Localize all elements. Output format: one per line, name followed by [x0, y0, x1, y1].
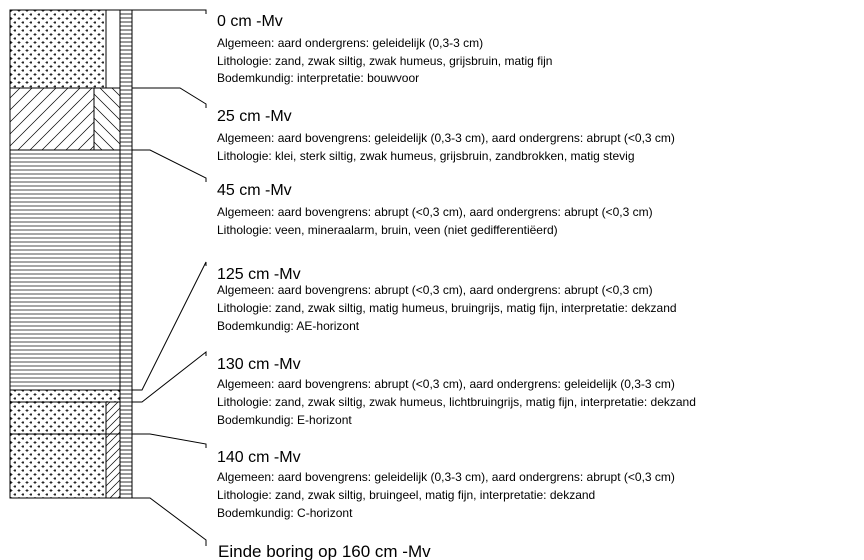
layer-5-lithology-fill	[10, 402, 106, 434]
side-column	[120, 10, 132, 498]
leader-line-140cm	[132, 434, 206, 448]
leader-line-end	[132, 498, 206, 546]
leader-line-25cm	[132, 88, 206, 108]
layer-descriptions: 0 cm -Mv Algemeen: aard ondergrens: gele…	[217, 13, 696, 560]
layer-2-depth: 25 cm -Mv	[217, 108, 292, 125]
layer-6-general: Algemeen: aard bovengrens: geleidelijk (…	[217, 470, 675, 484]
layer-3-general: Algemeen: aard bovengrens: abrupt (<0,3 …	[217, 205, 653, 219]
layer-5-soil: Bodemkundig: E-horizont	[217, 413, 352, 427]
leader-line-45cm	[132, 150, 206, 182]
layer-1-depth: 0 cm -Mv	[217, 13, 283, 30]
layer-5-depth: 130 cm -Mv	[217, 356, 301, 373]
layer-4-depth: 125 cm -Mv	[217, 266, 301, 283]
layer-5-general: Algemeen: aard bovengrens: abrupt (<0,3 …	[217, 377, 675, 391]
layer-description-6: 140 cm -Mv Algemeen: aard bovengrens: ge…	[217, 449, 675, 520]
layer-1-lithology-fill	[10, 10, 106, 88]
layer-6-interpretation-fill	[106, 434, 120, 498]
layer-1-soil: Bodemkundig: interpretatie: bouwvoor	[217, 71, 419, 85]
layer-2-interpretation-fill	[94, 88, 120, 150]
layer-4-soil: Bodemkundig: AE-horizont	[217, 319, 360, 333]
layer-description-3: 45 cm -Mv Algemeen: aard bovengrens: abr…	[217, 182, 653, 237]
layer-1-lithology: Lithologie: zand, zwak siltig, zwak hume…	[217, 54, 552, 68]
layer-6-depth: 140 cm -Mv	[217, 449, 301, 466]
borehole-column	[10, 10, 132, 498]
layer-1-general: Algemeen: aard ondergrens: geleidelijk (…	[217, 36, 483, 50]
leader-line-125cm	[132, 262, 206, 390]
layer-1-interpretation-fill	[106, 10, 120, 88]
end-of-boring-label: Einde boring op 160 cm -Mv	[218, 542, 431, 560]
layer-description-5: 130 cm -Mv Algemeen: aard bovengrens: ab…	[217, 356, 696, 427]
layer-6-soil: Bodemkundig: C-horizont	[217, 506, 353, 520]
depth-leader-lines	[132, 10, 206, 546]
layer-6-lithology-fill	[10, 434, 106, 498]
layer-5-interpretation-fill	[106, 402, 120, 434]
layer-4-lithology: Lithologie: zand, zwak siltig, matig hum…	[217, 301, 677, 315]
layer-2-lithology-fill	[10, 88, 94, 150]
layer-3-depth: 45 cm -Mv	[217, 182, 292, 199]
layer-2-lithology: Lithologie: klei, sterk siltig, zwak hum…	[217, 149, 635, 163]
layer-description-1: 0 cm -Mv Algemeen: aard ondergrens: gele…	[217, 13, 552, 85]
layer-description-4: 125 cm -Mv Algemeen: aard bovengrens: ab…	[217, 266, 677, 333]
leader-line-0cm	[132, 10, 206, 14]
layer-4-general: Algemeen: aard bovengrens: abrupt (<0,3 …	[217, 283, 653, 297]
layer-3-lithology: Lithologie: veen, mineraalarm, bruin, ve…	[217, 223, 558, 237]
layer-4-lithology-fill	[10, 390, 120, 402]
layer-description-2: 25 cm -Mv Algemeen: aard bovengrens: gel…	[217, 108, 675, 163]
leader-line-130cm	[132, 352, 206, 402]
layer-3-lithology-fill	[10, 150, 120, 390]
layer-6-lithology: Lithologie: zand, zwak siltig, bruingeel…	[217, 488, 595, 502]
layer-5-lithology: Lithologie: zand, zwak siltig, zwak hume…	[217, 395, 696, 409]
layer-2-general: Algemeen: aard bovengrens: geleidelijk (…	[217, 131, 675, 145]
